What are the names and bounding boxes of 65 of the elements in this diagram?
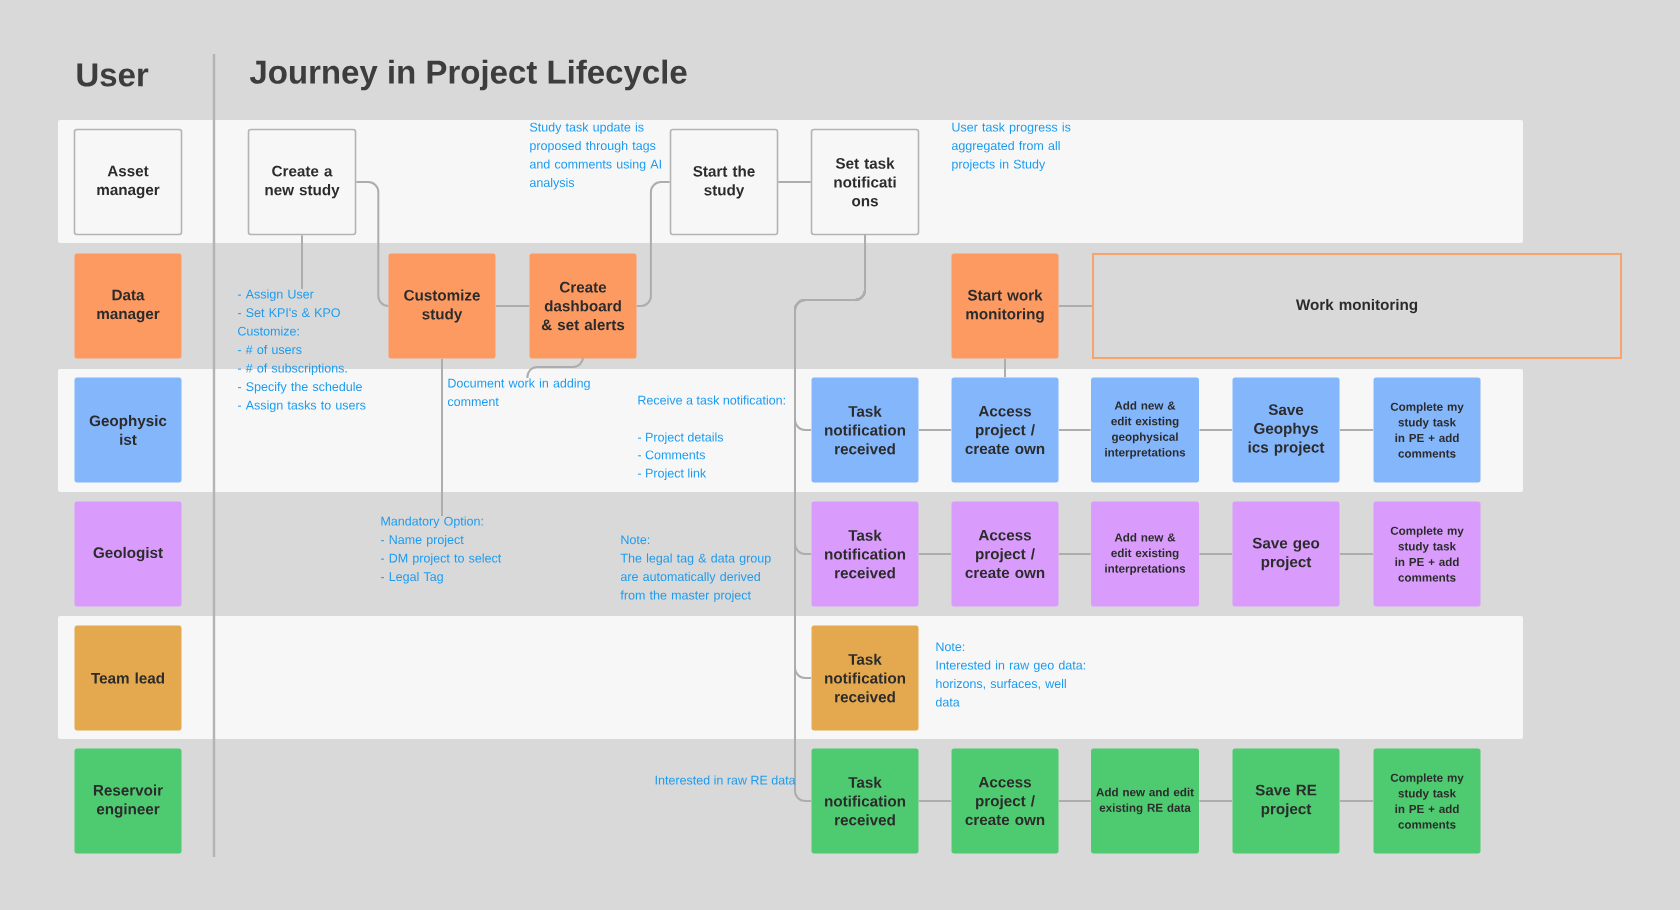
- process-box: Start the study: [669, 128, 779, 236]
- role-box: Data manager: [74, 253, 182, 359]
- connector-line: [1338, 429, 1375, 431]
- annotation-note: - Project details: [637, 432, 724, 445]
- process-box: Save RE project: [1232, 748, 1340, 854]
- process-box: Add new & edit existing interpretations: [1091, 501, 1199, 607]
- annotation-note: User task progress is aggregated from all projects in Study: [951, 122, 1071, 172]
- annotation-note: - Assign User - Set KPI's & KPO Customize: - # of users - # of subscriptions. - Specify the schedule - Assign tasks to users: [237, 289, 366, 413]
- annotation-note: Mandatory Option: - Name project - DM project to select - Legal Tag: [380, 516, 502, 584]
- connector-line: [1057, 800, 1092, 802]
- connector-line: [917, 800, 953, 802]
- process-box: Access project / create own: [951, 748, 1059, 854]
- connector-line: [1004, 357, 1006, 379]
- connector-line: [1338, 800, 1375, 802]
- leader-line: [441, 357, 443, 517]
- connector-line: [1198, 800, 1234, 802]
- process-box: Access project / create own: [951, 377, 1059, 483]
- connector-line: [1057, 305, 1093, 307]
- annotation-note: - Comments: [637, 450, 705, 460]
- process-box: Complete my study task in PE + add comments: [1373, 501, 1481, 607]
- role-box: Team lead: [74, 625, 182, 731]
- process-box: Set task notificati ons: [810, 128, 920, 236]
- annotation-note: Document work in adding comment: [447, 378, 590, 407]
- connector-line: [794, 234, 866, 802]
- connector-line: [1198, 553, 1234, 555]
- process-box: Complete my study task in PE + add comments: [1373, 377, 1481, 483]
- process-box: Task notification received: [811, 748, 919, 854]
- role-box: Geologist: [74, 501, 182, 607]
- process-box: Create a new study: [247, 128, 357, 236]
- process-box: Save Geophys ics project: [1232, 377, 1340, 483]
- connector-line: [917, 553, 953, 555]
- connector-line: [1057, 553, 1092, 555]
- process-box: Task notification received: [811, 501, 919, 607]
- annotation-note: Interested in raw RE data: [655, 775, 796, 785]
- lane-heading: User: [77, 63, 149, 87]
- process-box: Access project / create own: [951, 501, 1059, 607]
- process-box: Add new and edit existing RE data: [1091, 748, 1199, 854]
- annotation-note: Study task update is proposed through tags and comments using AI analysis: [529, 122, 661, 190]
- leader-line: [301, 234, 303, 290]
- process-box: Save geo project: [1232, 501, 1340, 607]
- role-box: Reservoir engineer: [74, 748, 182, 854]
- annotation-note: The legal tag & data group are automatically derived from the master project: [620, 553, 771, 603]
- role-box: Asset manager: [73, 128, 183, 236]
- page-title: Journey in Project Lifecycle: [249, 59, 687, 91]
- process-box: Add new & edit existing geophysical interpretations: [1091, 377, 1199, 483]
- annotation-note: Note:: [621, 535, 650, 545]
- process-box: Task notification received: [811, 625, 919, 731]
- annotation-note: Note:: [936, 642, 965, 652]
- process-box: Work monitoring: [1092, 253, 1622, 359]
- role-box: Geophysic ist: [74, 377, 182, 483]
- connector-line: [1198, 429, 1234, 431]
- annotation-note: Receive a task notification:: [638, 395, 785, 405]
- process-box: Complete my study task in PE + add comments: [1373, 748, 1481, 854]
- annotation-note: Interested in raw geo data: horizons, surfaces, well data: [935, 660, 1085, 707]
- process-box: Task notification received: [811, 377, 919, 483]
- process-box: Create dashboard & set alerts: [529, 253, 637, 359]
- leader-line: [526, 355, 584, 379]
- process-box: Start work monitoring: [951, 253, 1059, 359]
- connector-line: [1338, 553, 1375, 555]
- connector-line: [917, 429, 953, 431]
- connector-line: [1057, 429, 1092, 431]
- process-box: Customize study: [388, 253, 496, 359]
- connector-line: [494, 305, 531, 307]
- connector-line: [777, 181, 812, 183]
- annotation-note: - Project link: [637, 468, 707, 481]
